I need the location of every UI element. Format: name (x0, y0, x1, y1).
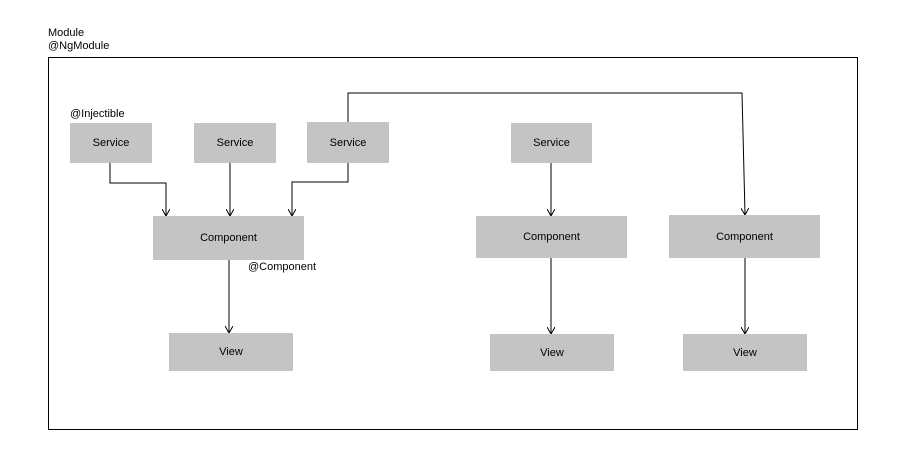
view-node-3[interactable]: View (683, 334, 807, 371)
injectible-annotation: @Injectible (70, 108, 125, 120)
module-title: Module (48, 27, 85, 39)
service-node-1-label: Service (92, 137, 130, 149)
service-node-3[interactable]: Service (307, 122, 389, 163)
service-node-3-label: Service (329, 136, 367, 149)
service-node-4[interactable]: Service (511, 123, 592, 163)
view-node-2-label: View (540, 346, 564, 359)
component-node-1-label: Component (200, 232, 257, 244)
component-node-2-label: Component (523, 231, 580, 243)
arrow-service1-component1 (109, 163, 166, 215)
component-node-1[interactable]: Component (153, 216, 304, 260)
component-node-2[interactable]: Component (476, 216, 627, 258)
arrow-service3-component3 (347, 92, 745, 214)
component-node-3[interactable]: Component (669, 215, 820, 258)
view-node-3-label: View (733, 346, 757, 359)
component-node-3-label: Component (716, 230, 773, 243)
view-node-2[interactable]: View (490, 334, 614, 371)
service-node-2-label: Service (216, 137, 254, 149)
view-node-1-label: View (219, 346, 243, 358)
module-container (48, 57, 858, 430)
service-node-2[interactable]: Service (194, 123, 276, 163)
component-annotation: @Component (248, 261, 317, 273)
view-node-1[interactable]: View (169, 333, 293, 371)
service-node-1[interactable]: Service (70, 123, 152, 163)
module-decorator: @NgModule (48, 40, 110, 52)
service-node-4-label: Service (533, 137, 570, 149)
arrow-service3-component1 (292, 163, 349, 215)
